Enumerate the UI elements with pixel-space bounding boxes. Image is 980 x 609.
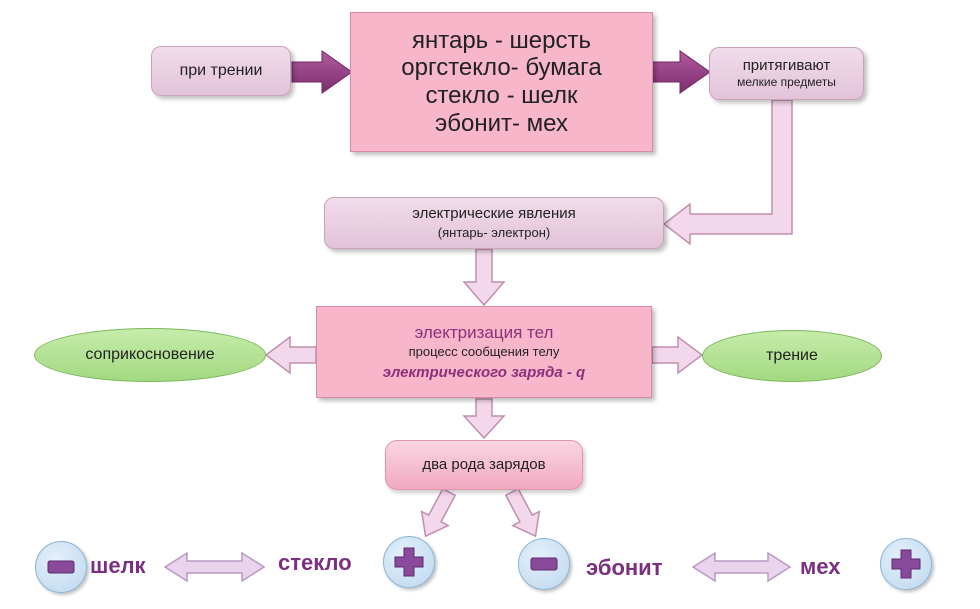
materials-line-1: янтарь - шерсть xyxy=(412,26,591,54)
contact-label: соприкосновение xyxy=(85,345,215,363)
electrification-title: электризация тел xyxy=(414,322,554,342)
double-arrow-ebonite-fur xyxy=(691,551,792,583)
charge-types-label: два рода зарядов xyxy=(422,456,546,474)
materials-line-3: стекло - шелк xyxy=(425,82,578,109)
arrow-friction-to-main xyxy=(291,50,353,94)
plus-icon xyxy=(891,549,921,579)
electric-phenomena-box: электрические явления (янтарь- электрон) xyxy=(324,197,664,249)
double-arrow-silk-glass xyxy=(163,551,266,583)
arrow-charges-to-glass xyxy=(420,487,457,538)
silk-minus-badge xyxy=(35,541,87,593)
materials-line-2: оргстекло- бумага xyxy=(401,54,602,82)
minus-icon xyxy=(530,557,558,571)
arrow-electrification-to-charges xyxy=(462,398,506,440)
materials-box: янтарь - шерсть оргстекло- бумага стекло… xyxy=(350,12,653,152)
materials-line-4: эбонит- мех xyxy=(435,109,568,137)
friction-oval: трение xyxy=(702,330,882,382)
ebonite-label: эбонит xyxy=(586,555,663,580)
friction-label: трение xyxy=(766,346,818,364)
friction-condition-box: при трении xyxy=(151,46,291,96)
arrow-charges-to-ebonite xyxy=(504,487,541,538)
fur-plus-badge xyxy=(880,538,932,590)
attract-line-1: притягивают xyxy=(742,56,831,74)
arrow-attract-to-phenomena xyxy=(662,99,793,246)
minus-icon xyxy=(47,560,75,574)
phenomena-line-1: электрические явления xyxy=(412,205,576,223)
electrification-charge: электрического заряда - q xyxy=(382,364,586,382)
contact-oval: соприкосновение xyxy=(34,328,266,382)
attract-box: притягивают мелкие предметы xyxy=(709,47,864,100)
charge-types-box: два рода зарядов xyxy=(385,440,583,490)
electrification-box: электризация тел процесс сообщения телу … xyxy=(316,306,652,398)
friction-condition-label: при трении xyxy=(179,61,263,79)
arrow-electrification-to-contact xyxy=(264,335,317,375)
silk-label: шелк xyxy=(90,553,146,578)
plus-icon xyxy=(394,547,424,577)
fur-label: мех xyxy=(800,554,841,579)
electrification-definition: процесс сообщения телу xyxy=(408,344,560,360)
arrow-main-to-attract xyxy=(651,50,711,94)
arrow-electrification-to-friction xyxy=(651,335,704,375)
phenomena-line-2: (янтарь- электрон) xyxy=(437,224,551,240)
arrow-phenomena-to-electrification xyxy=(462,248,506,307)
attract-line-2: мелкие предметы xyxy=(737,75,836,90)
glass-label: стекло xyxy=(278,550,352,575)
glass-plus-badge xyxy=(383,536,435,588)
ebonite-minus-badge xyxy=(518,538,570,590)
